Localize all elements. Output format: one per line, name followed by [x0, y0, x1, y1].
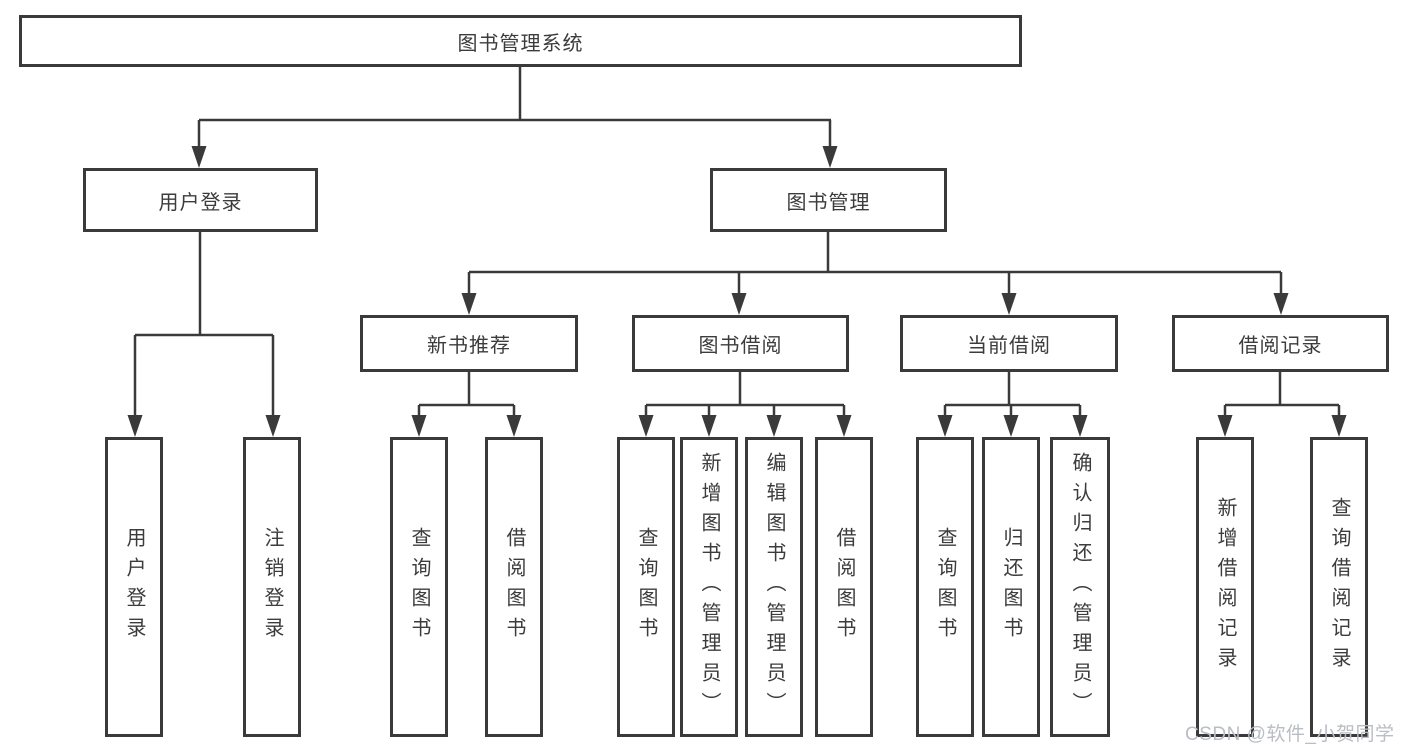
node-leaf-query-borrow-record: 查询借阅记录 [1310, 437, 1368, 737]
node-current-borrowing: 当前借阅 [900, 315, 1118, 372]
node-leaf-query-books-current: 查询图书 [916, 437, 974, 737]
node-leaf-user-login: 用户登录 [105, 437, 163, 737]
node-new-book-recommend: 新书推荐 [360, 315, 578, 372]
node-leaf-add-books-admin: 新增图书（管理员） [680, 437, 738, 737]
node-leaf-borrow-books-recommend: 借阅图书 [485, 437, 543, 737]
node-leaf-edit-books-admin: 编辑图书（管理员） [745, 437, 803, 737]
node-leaf-query-books-recommend: 查询图书 [390, 437, 448, 737]
node-leaf-borrow-books: 借阅图书 [815, 437, 873, 737]
node-leaf-query-books-borrowing: 查询图书 [617, 437, 675, 737]
node-user-login: 用户登录 [83, 168, 318, 232]
node-leaf-add-borrow-record: 新增借阅记录 [1196, 437, 1254, 737]
node-leaf-logout: 注销登录 [243, 437, 301, 737]
node-leaf-confirm-return-admin: 确认归还（管理员） [1050, 437, 1110, 737]
csdn-watermark: CSDN @软件_小贺同学 [1185, 724, 1395, 745]
node-library-system: 图书管理系统 [19, 15, 1022, 67]
node-book-management: 图书管理 [710, 168, 947, 232]
node-borrowing-records: 借阅记录 [1172, 315, 1389, 372]
node-leaf-return-books: 归还图书 [982, 437, 1040, 737]
node-book-borrowing: 图书借阅 [632, 315, 849, 372]
arrowheads [127, 146, 1347, 437]
